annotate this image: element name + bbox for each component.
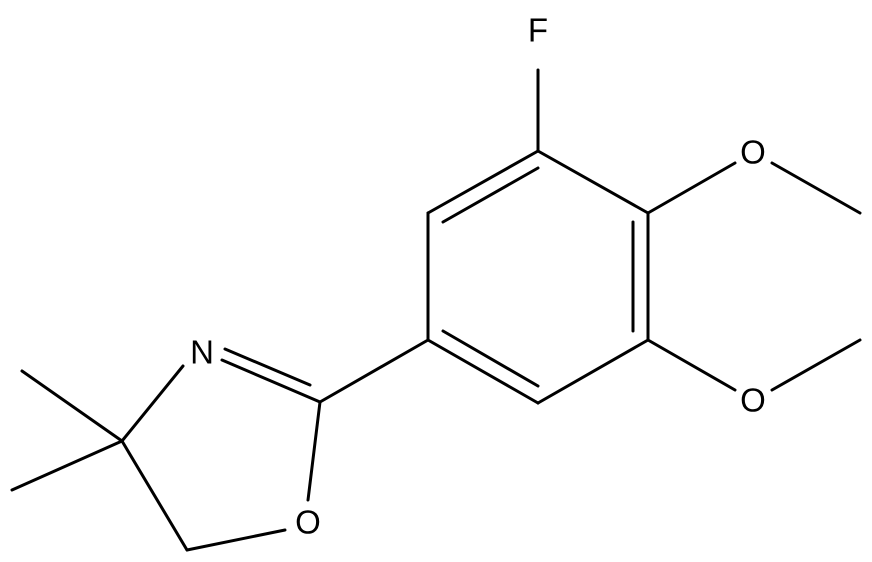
bond-c5-oxazoline-c2	[318, 338, 430, 404]
bond-ring-c3-c4	[536, 338, 650, 405]
bond-c3-methoxy-oxygen-bottom	[646, 338, 737, 392]
bond-c4-methyl-b	[10, 439, 124, 492]
bond-n-c4	[120, 364, 185, 443]
bond-ring-c4-c5	[426, 338, 540, 405]
fluorine-atom-label: F	[528, 12, 548, 49]
ring-oxygen-label: O	[295, 504, 321, 541]
bond-c5-ring-oxygen	[185, 528, 287, 552]
methoxy-oxygen-top-label: O	[740, 134, 766, 171]
double-bond-inner-c6-c1	[441, 166, 540, 224]
bond-methoxy-oxygen-top-methyl	[770, 161, 862, 215]
methoxy-oxygen-bottom-label: O	[740, 382, 766, 419]
bond-c4-methyl-a	[20, 369, 124, 443]
ring-nitrogen-label: N	[190, 334, 214, 371]
bond-methoxy-oxygen-bottom-methyl	[770, 338, 862, 392]
double-bond-inner-c4-c5	[441, 329, 540, 388]
bond-c2-methoxy-oxygen-top	[646, 161, 737, 215]
bond-c4-c5	[120, 439, 189, 552]
substituent-bonds	[318, 68, 862, 404]
benzene-ring	[426, 149, 650, 405]
bond-c2-n-double-outer	[220, 358, 322, 404]
bond-c2-n-double-inner	[223, 347, 312, 387]
bond-ring-oxygen-c2	[306, 400, 322, 502]
oxazoline-ring	[10, 347, 322, 552]
bond-ring-c1-c2	[536, 149, 650, 215]
bond-ring-c6-c1	[426, 149, 540, 215]
